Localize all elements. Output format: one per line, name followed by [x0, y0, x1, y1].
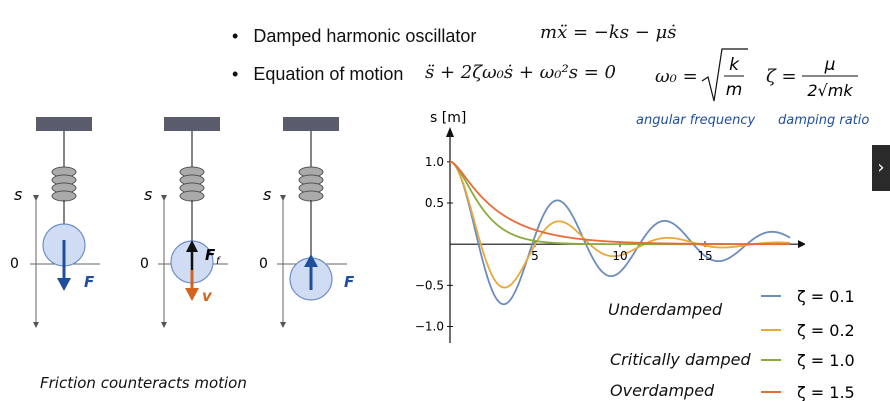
- omega-den: m: [726, 80, 743, 100]
- chart-legend: ζ = 0.1 ζ = 0.2 ζ = 1.0 ζ = 1.5: [761, 287, 855, 401]
- y-axis-label: s [m]: [430, 110, 466, 126]
- annotation-overdamped-text: Overdamped: [610, 381, 715, 400]
- zero-label: 0: [140, 256, 149, 272]
- spring-coils: [51, 166, 77, 202]
- friction-F-label: F: [205, 246, 216, 264]
- ceiling-block: [283, 117, 339, 131]
- spring-coils: [179, 166, 205, 202]
- series-line-zeta-1.5: [449, 160, 790, 246]
- equation-damped: mẍ = −ks − μṡ: [540, 22, 677, 43]
- zero-label: 0: [259, 256, 268, 272]
- damping-ratio-note: damping ratio: [778, 113, 870, 128]
- oscillator-diagrams: s 0 F s 0 F f v: [10, 117, 355, 328]
- oscillator-panel-1: s 0 F: [10, 117, 100, 328]
- force-arrow-head: [304, 254, 318, 267]
- zeta-fraction: μ 2√mk: [802, 55, 858, 100]
- x-axis-arrow: [798, 240, 805, 249]
- friction-sub-label: f: [216, 256, 221, 267]
- zeta-num: μ: [824, 55, 836, 75]
- y-tick-label: 1.0: [425, 155, 444, 169]
- s-label: s: [263, 185, 271, 204]
- sqrt-sign: [701, 48, 748, 102]
- zero-label: 0: [10, 256, 19, 272]
- legend-label: ζ = 1.5: [797, 383, 855, 401]
- omega-num: k: [729, 55, 740, 75]
- chevron-right-icon: ›: [877, 157, 885, 178]
- spring-coils: [298, 166, 324, 202]
- annotation-critically: Critically damped: [610, 350, 751, 369]
- zeta-den: 2√mk: [807, 81, 853, 100]
- oscillator-panel-2: s 0 F f v: [140, 117, 228, 328]
- annotation-overdamped: Overdamped: [610, 381, 714, 401]
- bullet-text-damped: Damped harmonic oscillator: [253, 26, 477, 46]
- ceiling-block: [36, 117, 92, 131]
- angular-frequency-note: angular frequency: [636, 113, 756, 128]
- velocity-arrow-head: [185, 288, 199, 301]
- legend-label: ζ = 1.0: [797, 351, 855, 370]
- bullet-text-eom: Equation of motion: [253, 64, 404, 84]
- y-tick-label: 0.5: [425, 196, 444, 210]
- y-tick-label: −0.5: [415, 278, 444, 292]
- legend-label: ζ = 0.2: [797, 321, 855, 340]
- ceiling-block: [164, 117, 220, 131]
- force-arrow-head: [57, 278, 71, 291]
- zeta-lhs: ζ =: [766, 66, 797, 87]
- series-line-zeta-0.2: [449, 160, 791, 289]
- y-axis-arrow: [446, 127, 454, 137]
- annotation-underdamped: Underdamped: [608, 300, 722, 319]
- diagram-caption: Friction counteracts motion: [40, 374, 247, 392]
- x-tick-label: 5: [531, 249, 539, 263]
- chart-series-group: [449, 160, 791, 306]
- x-tick-label: 10: [612, 249, 627, 263]
- series-line-zeta-0.1: [449, 160, 791, 306]
- legend-label: ζ = 0.1: [797, 287, 855, 306]
- bullet-dot: •: [232, 26, 239, 46]
- friction-arrow-head: [186, 240, 198, 252]
- s-label: s: [144, 185, 152, 204]
- annotation-underdamped-text: Underdamped: [608, 300, 723, 319]
- force-F-label: F: [344, 273, 355, 291]
- omega-fraction: k m: [701, 48, 748, 102]
- oscillator-panel-3: s 0 F: [259, 117, 355, 328]
- y-tick-label: −1.0: [415, 320, 444, 334]
- bullet-damped-oscillator: • Damped harmonic oscillator: [232, 26, 476, 47]
- equation-of-motion: s̈ + 2ζω₀ṡ + ω₀²s = 0: [425, 62, 616, 83]
- bullet-dot: •: [232, 64, 239, 84]
- annotation-critically-text: Critically damped: [610, 350, 751, 369]
- velocity-v-label: v: [202, 287, 213, 305]
- s-label: s: [14, 185, 22, 204]
- force-F-label: F: [84, 273, 95, 291]
- next-slide-tab[interactable]: ›: [872, 145, 890, 191]
- series-line-zeta-1: [449, 160, 790, 246]
- bullet-equation-of-motion: • Equation of motion: [232, 64, 403, 85]
- x-tick-label: 15: [697, 249, 712, 263]
- omega-lhs: ω₀ =: [655, 66, 698, 87]
